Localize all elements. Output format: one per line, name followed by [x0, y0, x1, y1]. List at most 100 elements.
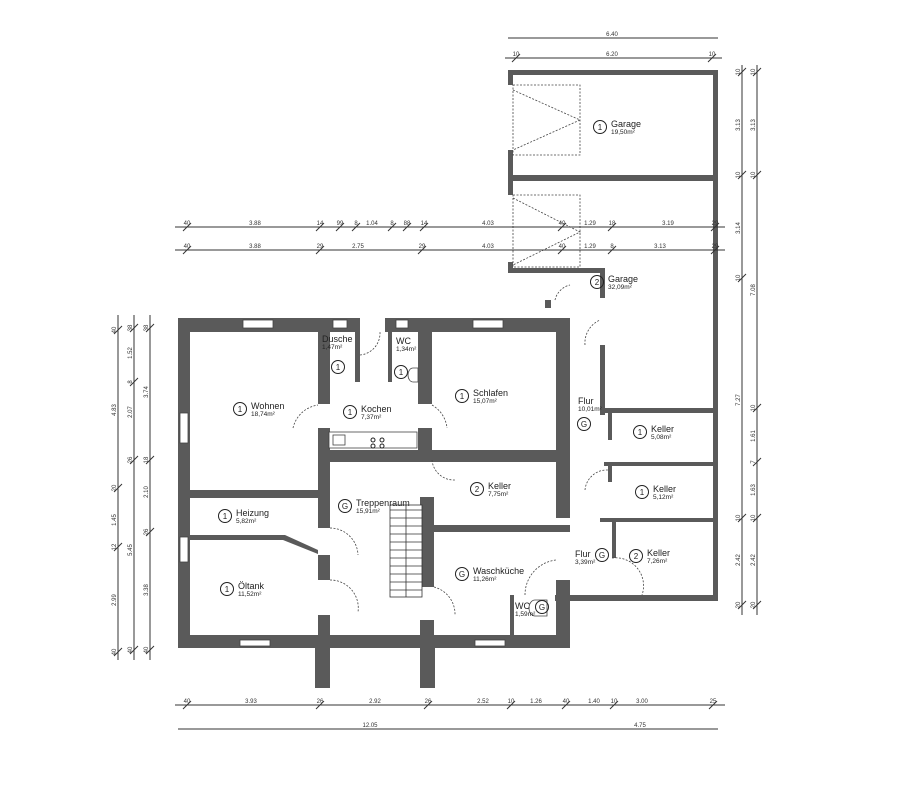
dimension-value: 1.40 — [588, 699, 600, 705]
dimension-value: 29 — [419, 244, 426, 250]
dimension-value: 10 — [508, 699, 515, 705]
room-name: Treppenraum — [356, 498, 410, 508]
dimension-value: 40 — [184, 244, 191, 250]
dimension-value: 6.40 — [606, 32, 618, 38]
dimension-value: 1.04 — [366, 221, 378, 227]
room-level: 1 — [348, 408, 353, 417]
room-level: 2 — [475, 485, 480, 494]
room-level: 1 — [336, 363, 341, 372]
dimension-value: 7 — [751, 460, 757, 464]
room-area: 10,01m² — [578, 406, 603, 413]
room-level: G — [342, 502, 348, 511]
room-name: Dusche — [322, 334, 353, 344]
dimension-value: 3.38 — [144, 584, 150, 596]
dimension-value: 2.92 — [369, 699, 381, 705]
room-level: 1 — [598, 123, 603, 132]
room-level: 1 — [460, 392, 465, 401]
room-level: G — [599, 551, 605, 560]
dimension-value: 8 — [610, 244, 614, 250]
room-area: 5,12m² — [653, 494, 674, 501]
dimension-value: 10 — [751, 171, 757, 178]
room-area: 1,34m² — [396, 346, 417, 353]
room-area: 1,59m² — [515, 611, 536, 618]
dimension-value: 3.00 — [636, 699, 648, 705]
dimension-value: 14 — [317, 221, 324, 227]
dimension-value: 6.20 — [606, 52, 618, 58]
room-level: 1 — [223, 512, 228, 521]
dimension-value: 40 — [112, 648, 118, 655]
dimension-value: 40 — [112, 326, 118, 333]
room-level: 2 — [595, 278, 600, 287]
dimension-value: 2.75 — [352, 244, 364, 250]
dimension-value: 1.29 — [584, 221, 596, 227]
dimension-value: 1.61 — [751, 430, 757, 442]
room-level: 2 — [634, 552, 639, 561]
dimension-value: 26 — [425, 699, 432, 705]
dimension-value: 10 — [736, 171, 742, 178]
dimension-value: 3.88 — [249, 221, 261, 227]
dimension-value: 4.83 — [112, 404, 118, 416]
dimension-value: 29 — [317, 244, 324, 250]
dimension-value: 3.93 — [245, 699, 257, 705]
dimension-value: 3.14 — [736, 222, 742, 234]
room-area: 5,82m² — [236, 518, 257, 525]
room-level: G — [581, 420, 587, 429]
dimension-value: 8 — [390, 221, 394, 227]
room-name: Wohnen — [251, 401, 284, 411]
dimension-garage-top-outer: 6.40 — [508, 32, 718, 39]
room-level-marker — [593, 120, 607, 134]
room-name: Garage — [608, 274, 638, 284]
dimension-value: 2.42 — [751, 554, 757, 566]
room-name: Flur — [575, 549, 591, 559]
dimension-value: 88 — [404, 221, 411, 227]
dimension-value: 40 — [184, 221, 191, 227]
room-name: Keller — [653, 484, 676, 494]
dimension-value: 3.13 — [654, 244, 666, 250]
dimension-value: 26 — [144, 528, 150, 535]
dimension-value: 2.07 — [128, 406, 134, 418]
dimension-value: 4.75 — [634, 723, 646, 729]
room-level: 1 — [640, 488, 645, 497]
dimension-value: 40 — [563, 699, 570, 705]
dimension-value: 38 — [128, 324, 134, 331]
dimension-value: 1.29 — [584, 244, 596, 250]
room-area: 11,52m² — [238, 591, 262, 598]
room-level: G — [539, 603, 545, 612]
room-area: 7,26m² — [647, 558, 668, 565]
dimension-value: 10 — [513, 52, 520, 58]
room-name: Flur — [578, 396, 594, 406]
room-area: 1,47m² — [322, 344, 343, 351]
dimension-value: 26 — [317, 699, 324, 705]
dimension-value: 10 — [736, 274, 742, 281]
dimension-value: 40 — [144, 646, 150, 653]
dimension-value: 1.63 — [751, 484, 757, 496]
room-name: Kochen — [361, 404, 392, 414]
room-level-marker — [338, 499, 352, 513]
room-name: Schlafen — [473, 388, 508, 398]
dimension-value: 8 — [128, 380, 134, 384]
dimension-value: 20 — [112, 484, 118, 491]
room-level-marker — [635, 485, 649, 499]
room-name: Keller — [488, 481, 511, 491]
dimension-value: 8 — [354, 221, 358, 227]
dimension-value: 26 — [128, 456, 134, 463]
dimension-value: 12.05 — [362, 723, 378, 729]
dimension-value: 10 — [709, 52, 716, 58]
room-name: Keller — [647, 548, 670, 558]
walls — [178, 70, 718, 688]
